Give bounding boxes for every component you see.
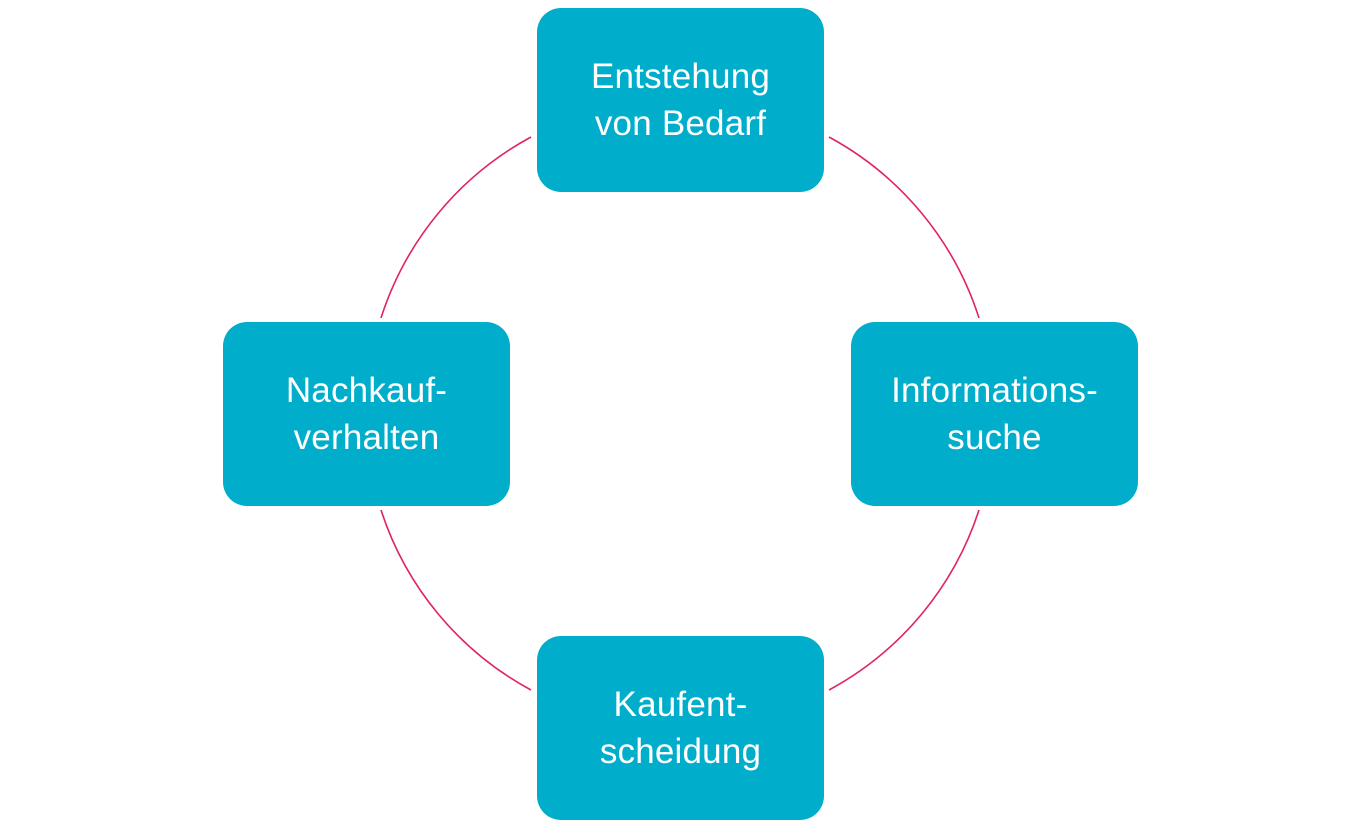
connector-arc-left-top: [380, 136, 532, 319]
stage-box-purchase-decision: Kaufent- scheidung: [537, 636, 824, 820]
stage-label: Nachkauf- verhalten: [285, 371, 448, 457]
connector-arc-bottom-left: [380, 509, 532, 691]
stage-box-information-search: Informations- suche: [851, 322, 1138, 506]
stage-label: Entstehung von Bedarf: [590, 57, 771, 143]
connector-arc-right-bottom: [828, 509, 980, 691]
connector-arc-top-right: [828, 136, 980, 319]
stage-label: Kaufent- scheidung: [599, 685, 762, 771]
stage-box-need-recognition: Entstehung von Bedarf: [537, 8, 824, 192]
stage-label: Informations- suche: [891, 371, 1098, 457]
stage-box-post-purchase-behavior: Nachkauf- verhalten: [223, 322, 510, 506]
